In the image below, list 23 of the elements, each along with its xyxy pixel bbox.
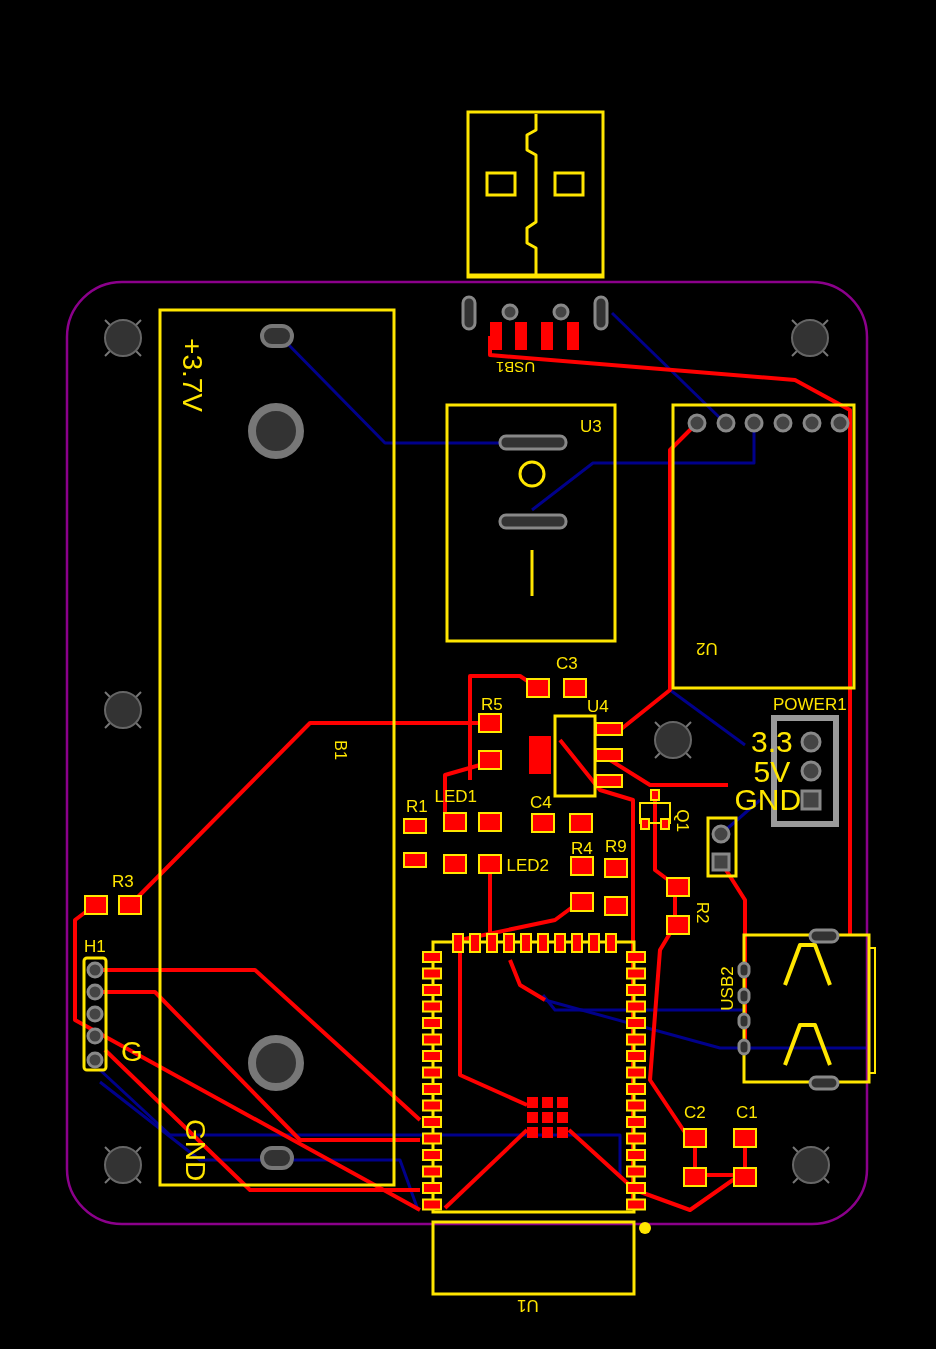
silkscreen-label: R2 bbox=[694, 901, 712, 923]
silkscreen-label: GND bbox=[181, 1118, 210, 1182]
silkscreen-label: U3 bbox=[580, 417, 602, 435]
silkscreen-label: C3 bbox=[556, 654, 578, 672]
silkscreen-label: R1 bbox=[406, 797, 428, 815]
silkscreen-label: C4 bbox=[530, 793, 552, 811]
silkscreen-label: Q1 bbox=[673, 808, 691, 832]
silkscreen-label: U1 bbox=[517, 1296, 539, 1314]
silkscreen-label: USB1 bbox=[495, 359, 535, 375]
silkscreen-label: R4 bbox=[571, 839, 593, 857]
silkscreen-label: R3 bbox=[112, 872, 134, 890]
silkscreen-label: R9 bbox=[605, 837, 627, 855]
silkscreen-label: +3.7V bbox=[178, 338, 206, 412]
silkscreen-label: U4 bbox=[587, 697, 609, 715]
silkscreen-label: R5 bbox=[481, 695, 503, 713]
silkscreen-label: H1 bbox=[84, 937, 106, 955]
silkscreen-label: C1 bbox=[736, 1103, 758, 1121]
silkscreen-label: POWER1 bbox=[773, 695, 847, 713]
silkscreen-label: LED2 bbox=[506, 856, 550, 874]
silkscreen-label: U2 bbox=[696, 639, 718, 657]
silkscreen-label: B1 bbox=[331, 740, 348, 760]
silkscreen-label: C2 bbox=[684, 1103, 706, 1121]
silkscreen-label: USB2 bbox=[718, 965, 736, 1011]
